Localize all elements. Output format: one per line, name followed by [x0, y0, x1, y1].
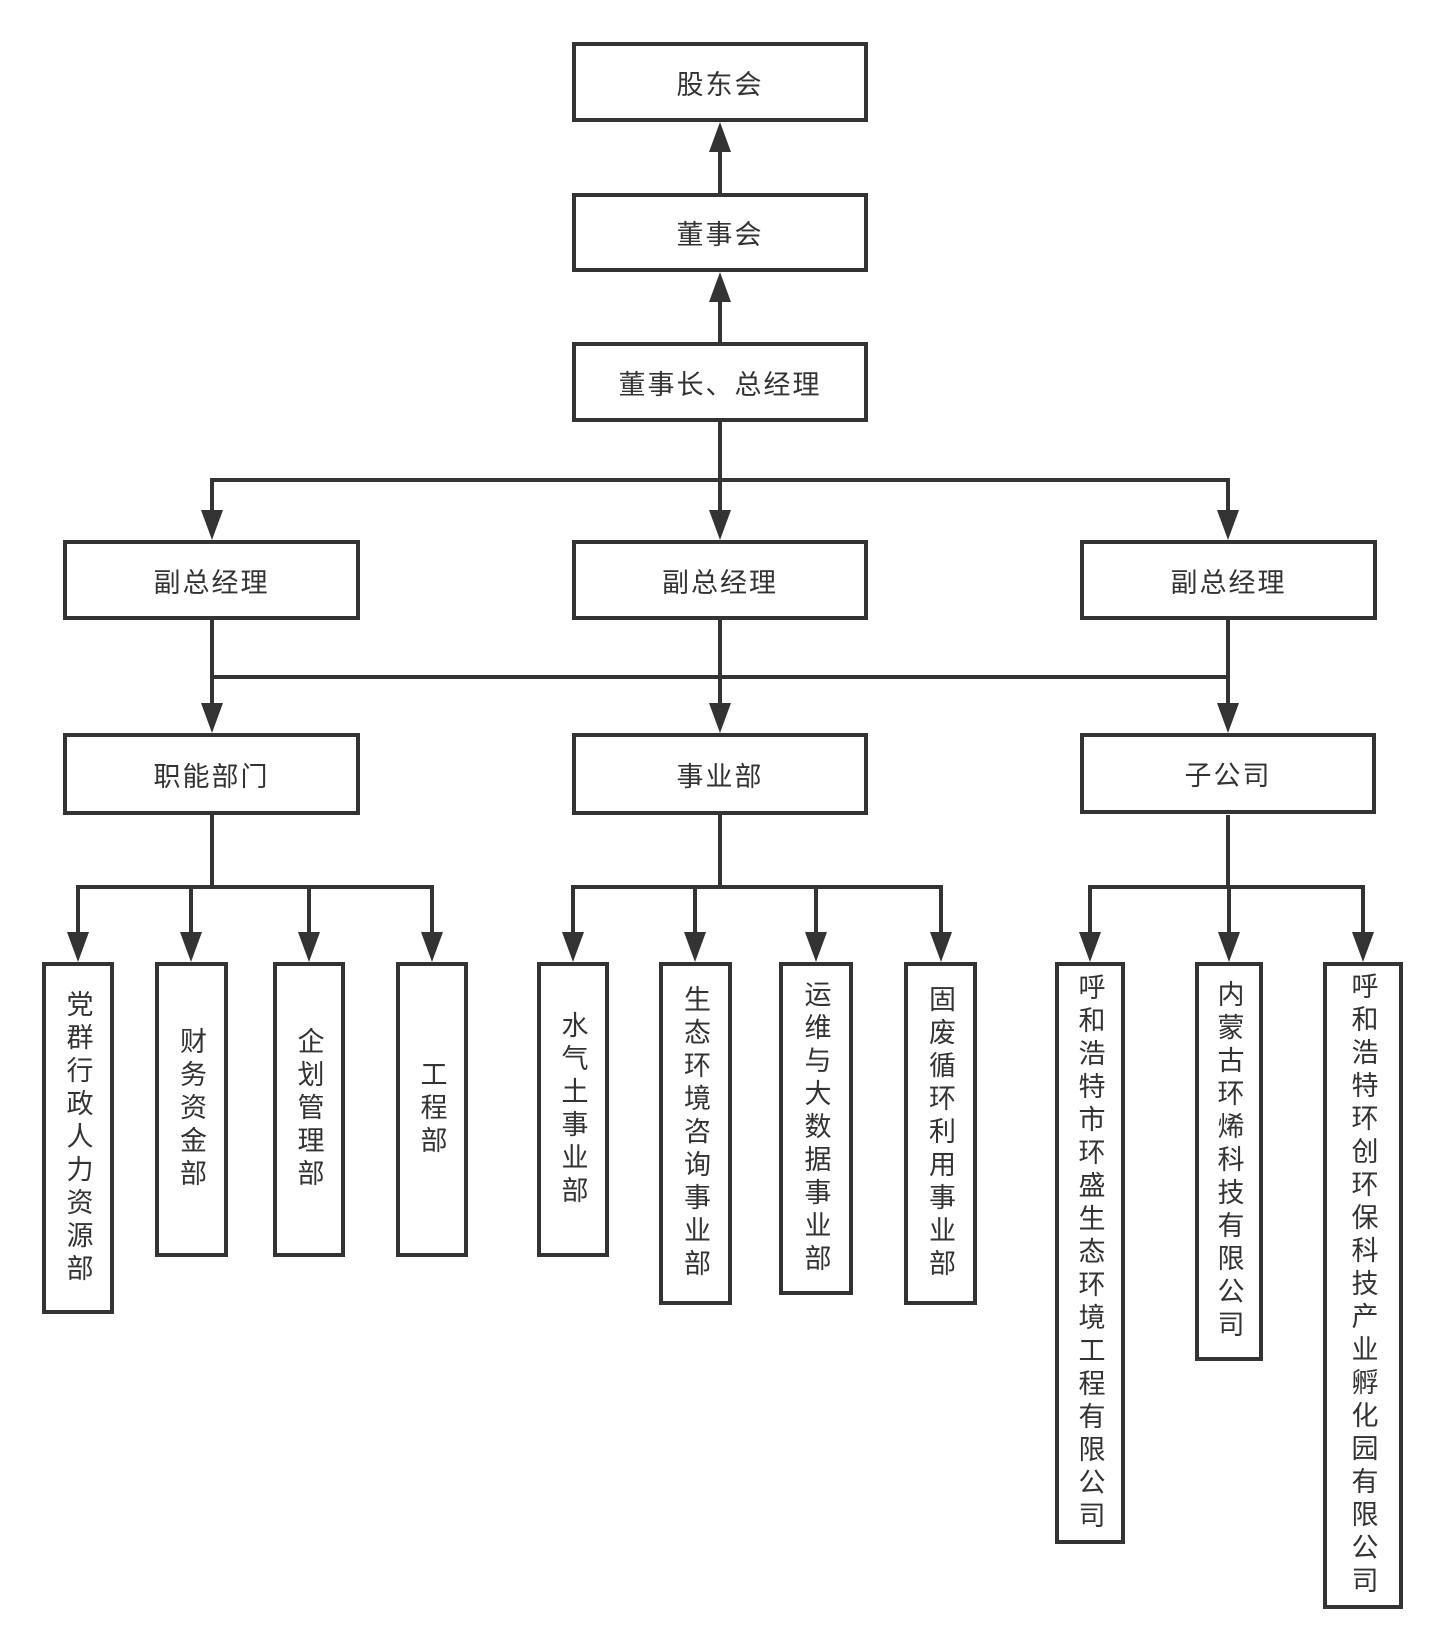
node-sub-huansheng-eco-env: 呼和浩特市环盛生态环境工程有限公司 — [1055, 962, 1125, 1544]
node-dept-planning-management-label: 企划管理部 — [293, 1027, 324, 1192]
node-vp-left: 副总经理 — [63, 540, 360, 620]
branch-chairman-to-vps — [201, 422, 1239, 540]
node-shareholders-label: 股东会 — [676, 69, 764, 100]
node-sub-huanchuang-incubator-label: 呼和浩特环创环保科技产业孵化园有限公司 — [1347, 972, 1378, 1599]
node-subsidiaries: 子公司 — [1080, 733, 1376, 814]
node-dept-planning-management: 企划管理部 — [273, 962, 345, 1257]
branch-subsidiaries — [1079, 815, 1374, 962]
node-dept-engineering-label: 工程部 — [416, 1060, 447, 1159]
node-sub-huanxi-tech: 内蒙古环烯科技有限公司 — [1195, 962, 1263, 1361]
node-business-divisions-label: 事业部 — [676, 761, 764, 792]
node-subsidiaries-label: 子公司 — [1184, 761, 1272, 791]
node-div-water-air-soil: 水气土事业部 — [537, 962, 609, 1257]
node-sub-huansheng-eco-env-label: 呼和浩特市环盛生态环境工程有限公司 — [1074, 972, 1105, 1534]
node-sub-huanxi-tech-label: 内蒙古环烯科技有限公司 — [1213, 980, 1244, 1343]
arrow-chairman-to-board — [709, 272, 731, 342]
node-div-solid-waste-recycling-label: 固废循环利用事业部 — [925, 985, 955, 1282]
node-div-om-bigdata: 运维与大数据事业部 — [779, 962, 853, 1295]
node-business-divisions: 事业部 — [572, 733, 868, 815]
node-dept-finance-capital: 财务资金部 — [155, 962, 228, 1257]
node-functional-depts-label: 职能部门 — [153, 761, 270, 792]
node-vp-middle-label: 副总经理 — [662, 567, 778, 598]
node-shareholders: 股东会 — [572, 42, 868, 122]
node-vp-left-label: 副总经理 — [153, 567, 270, 598]
node-div-eco-env-consulting-label: 生态环境咨询事业部 — [680, 985, 710, 1282]
branch-vps-to-categories — [201, 620, 1239, 733]
node-div-eco-env-consulting: 生态环境咨询事业部 — [659, 962, 732, 1305]
node-vp-right-label: 副总经理 — [1170, 567, 1287, 598]
node-div-solid-waste-recycling: 固废循环利用事业部 — [904, 962, 977, 1305]
branch-functional-depts — [67, 815, 443, 962]
node-chairman-gm: 董事长、总经理 — [572, 342, 868, 422]
node-vp-right: 副总经理 — [1080, 540, 1377, 620]
node-chairman-gm-label: 董事长、总经理 — [618, 369, 822, 400]
node-dept-party-admin-hr: 党群行政人力资源部 — [42, 962, 114, 1314]
node-dept-finance-capital-label: 财务资金部 — [176, 1027, 206, 1192]
node-sub-huanchuang-incubator: 呼和浩特环创环保科技产业孵化园有限公司 — [1323, 962, 1403, 1609]
node-div-water-air-soil-label: 水气土事业部 — [557, 1010, 588, 1209]
node-div-om-bigdata-label: 运维与大数据事业部 — [800, 980, 831, 1277]
branch-business-divisions — [562, 815, 952, 962]
arrow-board-to-shareholders — [709, 122, 731, 193]
node-dept-party-admin-hr-label: 党群行政人力资源部 — [62, 989, 93, 1287]
node-board-label: 董事会 — [676, 220, 764, 250]
node-board: 董事会 — [572, 193, 868, 272]
node-vp-middle: 副总经理 — [572, 540, 868, 620]
node-dept-engineering: 工程部 — [396, 962, 468, 1257]
node-functional-depts: 职能部门 — [63, 733, 360, 815]
